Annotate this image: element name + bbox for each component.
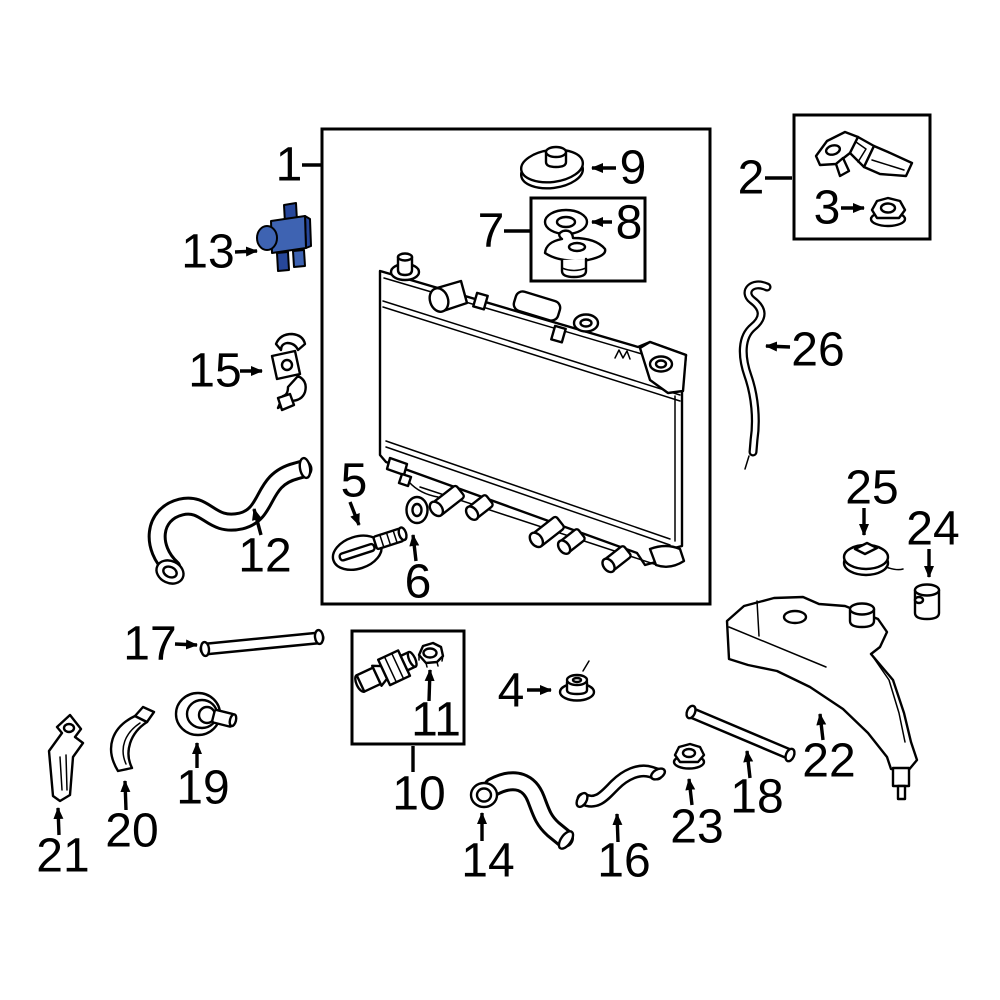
tank-cap-25-art[interactable] <box>842 541 904 577</box>
callout-6-label[interactable]: 6 <box>405 556 432 609</box>
callout-1-label[interactable]: 1 <box>276 139 303 192</box>
reserve-tank-22-art[interactable] <box>725 595 919 801</box>
mount-cushion-9-art[interactable] <box>519 145 585 191</box>
nut-11-art[interactable] <box>417 641 445 668</box>
callout-12-label[interactable]: 12 <box>238 530 291 583</box>
callout-11-label[interactable]: 11 <box>411 694 461 747</box>
callout-20-label[interactable]: 20 <box>105 805 158 858</box>
drain-cock-5-art[interactable] <box>329 521 413 575</box>
grommet-4-art[interactable] <box>558 660 596 702</box>
clip-13-art[interactable] <box>256 202 312 272</box>
callout-3-label[interactable]: 3 <box>814 182 841 235</box>
tube-18-art[interactable] <box>685 704 796 763</box>
oring-6-art[interactable] <box>405 495 429 525</box>
bracket-2-art[interactable] <box>814 130 914 178</box>
bracket-20-art[interactable] <box>109 705 156 773</box>
callout-16-label[interactable]: 16 <box>597 835 650 888</box>
callout-14-label[interactable]: 14 <box>461 835 514 888</box>
callout-8-label[interactable]: 8 <box>616 197 643 250</box>
lower-hose-14-art[interactable] <box>469 771 576 851</box>
upper-hose-12-art[interactable] <box>147 456 313 588</box>
hose-17-art[interactable] <box>199 628 325 658</box>
callout-21-label[interactable]: 21 <box>36 830 89 883</box>
callout-5-label[interactable]: 5 <box>341 455 368 508</box>
callout-4-label[interactable]: 4 <box>498 665 525 718</box>
radiator-art[interactable] <box>378 252 688 575</box>
radiator-cap-7-art[interactable] <box>543 229 607 279</box>
callout-13-label[interactable]: 13 <box>181 226 234 279</box>
bracket-21-art[interactable] <box>47 713 85 803</box>
flange-nut-23-art[interactable] <box>672 742 706 770</box>
overflow-tube-26-art[interactable] <box>738 280 772 470</box>
flange-nut-3-art[interactable] <box>869 196 907 228</box>
callout-7-label[interactable]: 7 <box>478 205 505 258</box>
sub-box-2 <box>792 113 932 241</box>
callout-23-label[interactable]: 23 <box>670 801 723 854</box>
cap-24-art[interactable] <box>913 583 941 621</box>
plug-19-art[interactable] <box>174 691 238 737</box>
callout-24-label[interactable]: 24 <box>906 503 959 556</box>
hose-16-art[interactable] <box>574 764 667 809</box>
callout-26-label[interactable]: 26 <box>791 324 844 377</box>
callout-22-label[interactable]: 22 <box>802 735 855 788</box>
callout-17-label[interactable]: 17 <box>123 618 176 671</box>
callout-19-label[interactable]: 19 <box>176 762 229 815</box>
callout-15-label[interactable]: 15 <box>188 345 241 398</box>
callout-25-label[interactable]: 25 <box>845 462 898 515</box>
callout-18-label[interactable]: 18 <box>730 771 783 824</box>
callout-leaders <box>53 163 934 843</box>
fan-switch-10-art[interactable] <box>351 645 421 697</box>
clamp-15-art[interactable] <box>270 332 307 412</box>
callout-2-label[interactable]: 2 <box>738 152 765 205</box>
callout-9-label[interactable]: 9 <box>620 142 647 195</box>
callout-10-label[interactable]: 10 <box>392 768 445 821</box>
